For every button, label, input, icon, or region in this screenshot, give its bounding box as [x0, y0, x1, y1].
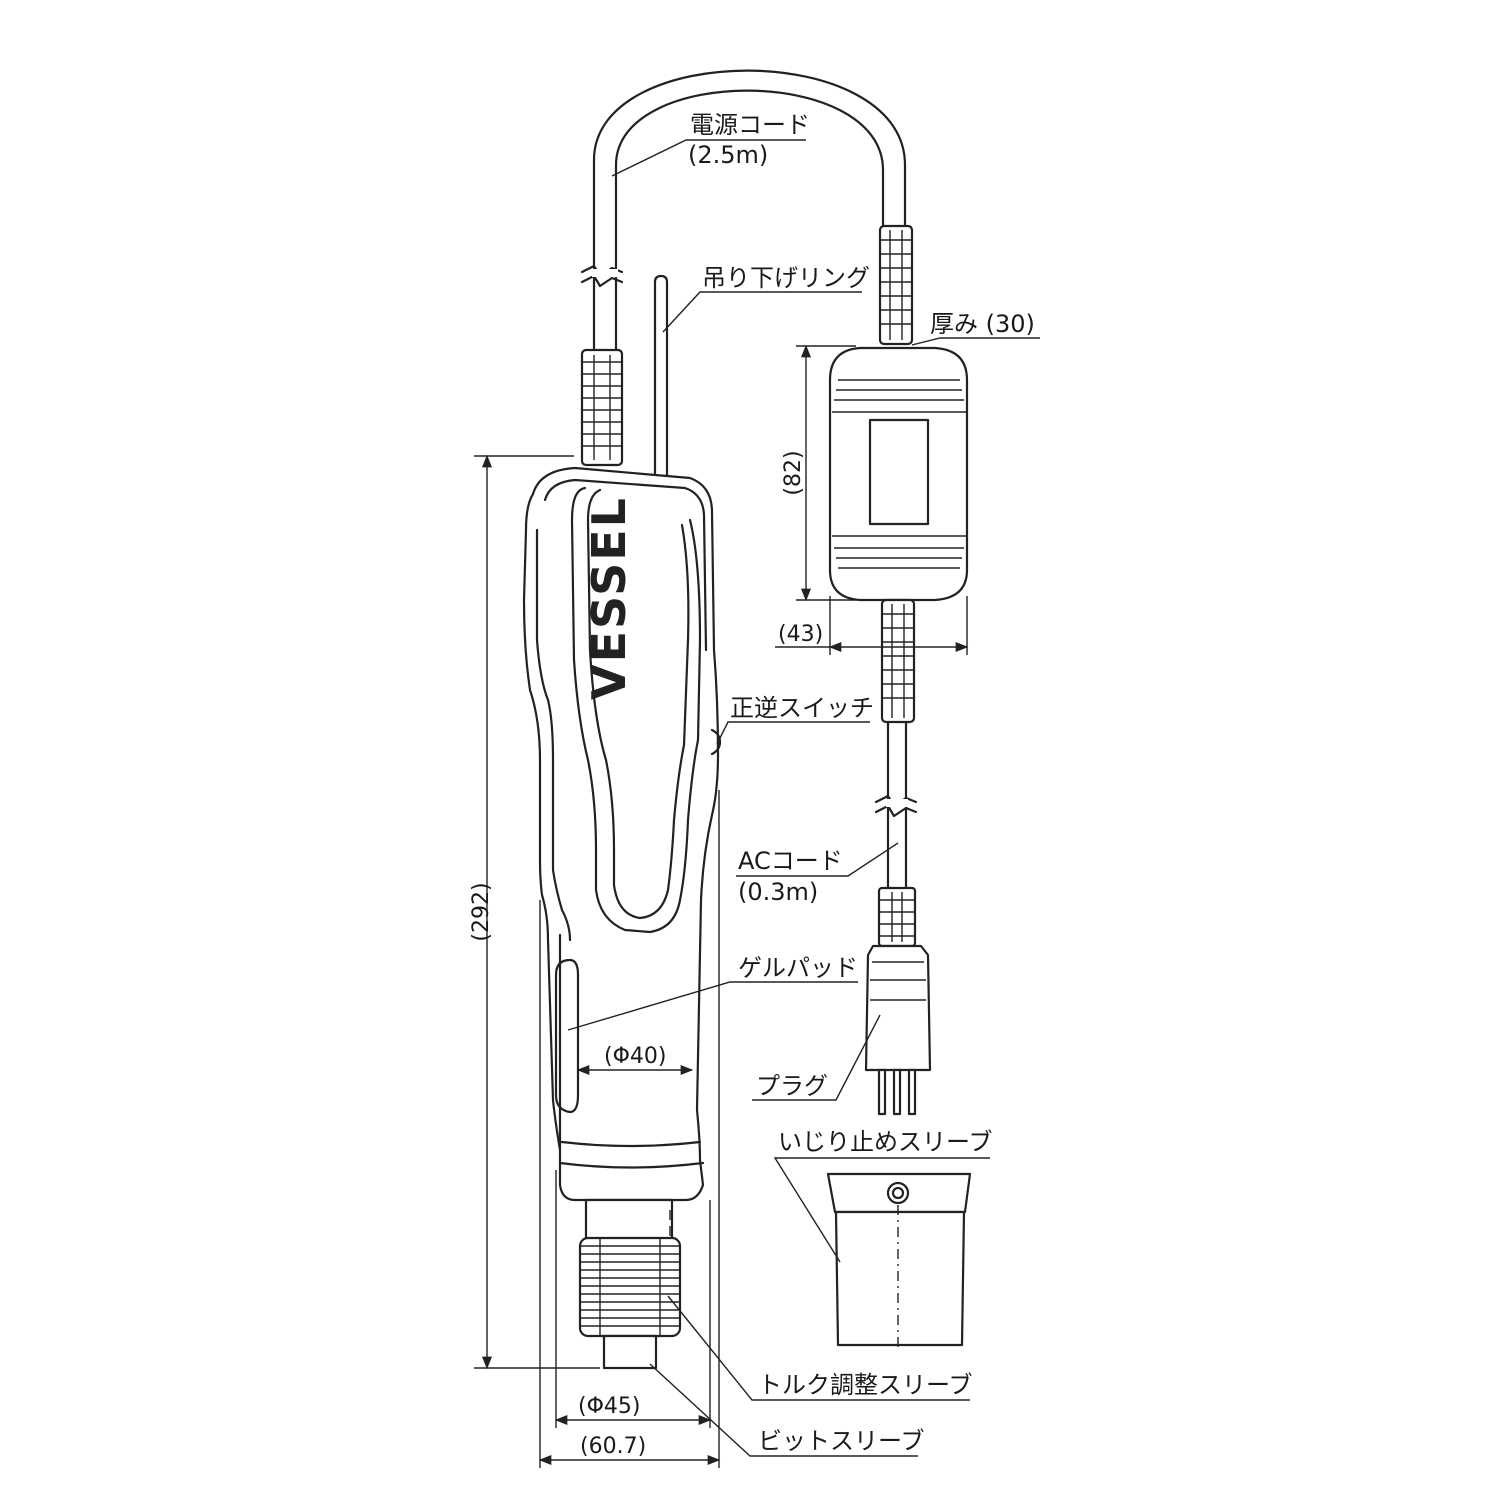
nose-diameter-dim: (Φ45) [578, 1394, 640, 1419]
grip-diameter-dim: (Φ40) [604, 1044, 666, 1069]
gel-pad-label: ゲルパッド [738, 954, 858, 982]
power-cord [580, 69, 907, 357]
torque-sleeve-label: トルク調整スリーブ [758, 1371, 973, 1399]
tool-strain-relief [580, 348, 624, 467]
bit-sleeve [602, 1334, 658, 1370]
power-cord-length-label: (2.5m) [688, 141, 768, 169]
plug-label: プラグ [756, 1072, 828, 1100]
fr-switch-label: 正逆スイッチ [730, 694, 874, 722]
power-cord-label: 電源コード [690, 111, 810, 139]
control-box-window [868, 418, 930, 526]
box-width-dim: (43) [778, 622, 823, 647]
bit-sleeve-label: ビットスリーブ [758, 1427, 925, 1455]
hanging-ring [653, 274, 669, 482]
plug-prong-right [907, 1068, 917, 1116]
brand-logo: VESSEL [582, 496, 636, 700]
torque-sleeve [578, 1236, 682, 1338]
nose-assembly [578, 1198, 682, 1370]
ac-cord-length-label: (0.3m) [738, 878, 818, 906]
fr-switch-bump [710, 728, 722, 756]
plug-prong-left [877, 1068, 887, 1116]
plug-body [864, 944, 932, 1072]
control-box [828, 224, 969, 724]
body-width-dim: (60.7) [580, 1434, 646, 1459]
thickness-label: 厚み (30) [930, 310, 1035, 338]
box-height-dim: (82) [781, 450, 806, 495]
ac-cord [874, 720, 918, 892]
ac-cord-label: ACコード [738, 847, 843, 875]
leader-lines [567, 139, 1040, 1457]
torque-sleeve-knurling [580, 1238, 680, 1336]
tamper-sleeve-label: いじり止めスリーブ [778, 1128, 993, 1156]
hanging-ring-label: 吊り下げリング [702, 264, 870, 292]
plug [864, 886, 932, 1116]
gel-pad-outline [554, 958, 580, 1114]
dimension-lines [474, 344, 969, 1468]
tamper-proof-sleeve [826, 1172, 972, 1348]
plug-prong-ground [892, 1068, 902, 1116]
screwdriver-body [522, 466, 722, 1202]
overall-length-dim: (292) [469, 882, 494, 941]
